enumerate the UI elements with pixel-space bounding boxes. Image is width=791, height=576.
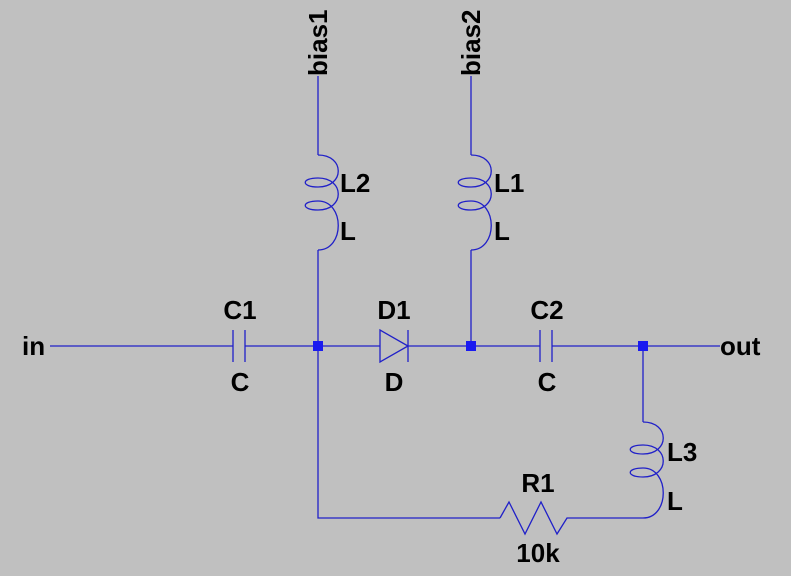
net-label-bias2: bias2: [456, 10, 486, 77]
junction-node-a: [313, 341, 323, 351]
c2-ref-label: C2: [530, 295, 563, 325]
c1-ref-label: C1: [223, 295, 256, 325]
diode-d1[interactable]: [379, 328, 410, 364]
capacitor-c1[interactable]: [232, 330, 246, 362]
d1-ref-label: D1: [377, 295, 410, 325]
l2-value-label: L: [340, 216, 356, 246]
l1-value-label: L: [494, 216, 510, 246]
wires: [50, 76, 720, 519]
net-label-in: in: [22, 331, 45, 361]
resistor-r1[interactable]: [499, 500, 576, 536]
c1-value-label: C: [231, 367, 250, 397]
inductor-l3[interactable]: [629, 421, 664, 519]
wire-node-a-to-r1: [317, 346, 500, 519]
inductor-l1[interactable]: [457, 154, 492, 251]
net-label-bias1: bias1: [303, 10, 333, 77]
junction-node-b: [466, 341, 476, 351]
r1-ref-label: R1: [521, 468, 554, 498]
c2-value-label: C: [538, 367, 557, 397]
inductor-l2[interactable]: [304, 154, 339, 251]
r1-value-label: 10k: [516, 538, 560, 568]
l3-value-label: L: [667, 486, 683, 516]
junction-node-c: [638, 341, 648, 351]
net-label-out: out: [720, 331, 761, 361]
l1-ref-label: L1: [494, 168, 524, 198]
d1-value-label: D: [385, 367, 404, 397]
l3-ref-label: L3: [667, 437, 697, 467]
l2-ref-label: L2: [340, 168, 370, 198]
capacitor-c2[interactable]: [539, 330, 553, 362]
